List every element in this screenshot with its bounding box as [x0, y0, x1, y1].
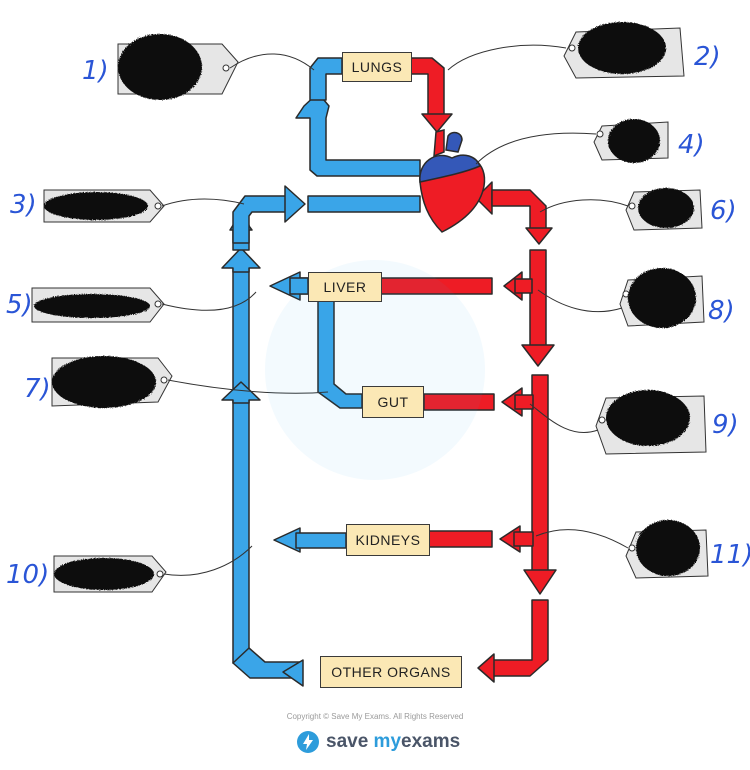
redaction-1: [118, 34, 202, 100]
pulmonary-loop: [295, 92, 421, 177]
artery-seg-2: [531, 374, 549, 576]
aorta: [491, 189, 547, 233]
tag-3: [43, 189, 245, 223]
liver-box: LIVER: [308, 272, 382, 302]
watermark-icon: [265, 260, 485, 480]
kidney-artery: [427, 530, 493, 548]
tag-10: [53, 545, 253, 593]
brand-logo: save myexams: [296, 730, 460, 754]
other-organs-artery-arrow: [477, 653, 495, 683]
tag-2: [447, 22, 685, 79]
aorta-down-arrow: [525, 227, 553, 245]
label-number-5: 5): [6, 290, 33, 320]
other-organs-arrow: [282, 659, 304, 687]
arrow-up-2: [221, 247, 261, 273]
tag-9: [529, 390, 707, 455]
artery-seg-3: [489, 599, 549, 677]
tag-1: [117, 34, 315, 100]
label-number-7: 7): [24, 374, 51, 404]
tag-5: [31, 287, 257, 323]
arrow-up-1: [221, 381, 261, 404]
artery-down-1: [521, 344, 555, 367]
kidney-vein: [295, 532, 347, 549]
brand-name: save myexams: [326, 731, 461, 752]
liver-artery-stub: [514, 278, 533, 294]
lightning-bolt-icon: [297, 731, 319, 753]
label-number-3: 3): [10, 190, 37, 220]
arrow-right-top: [284, 185, 306, 223]
pulmonary-vein-arrow: [421, 113, 453, 133]
kidneys-box: KIDNEYS: [346, 524, 430, 556]
gut-artery: [423, 393, 495, 411]
label-number-10: 10): [6, 560, 50, 590]
pulmonary-to-lungs: [309, 57, 343, 101]
label-number-8: 8): [708, 296, 735, 326]
label-number-11: 11): [710, 540, 750, 570]
label-tags: [31, 22, 709, 593]
vena-cava-lower: [232, 394, 250, 664]
gut-box: GUT: [362, 386, 424, 418]
tag-6: [539, 188, 703, 231]
vena-cava-top: [307, 195, 421, 213]
heart-icon: [419, 129, 486, 233]
label-number-1: 1): [82, 56, 109, 86]
vena-cava-middle: [232, 264, 250, 394]
label-number-6: 6): [710, 196, 737, 226]
gut-artery-stub: [514, 394, 534, 410]
deoxygenated-vessels: [221, 57, 421, 687]
tag-8: [537, 268, 705, 328]
other-organs-box: OTHER ORGANS: [320, 656, 462, 688]
label-number-9: 9): [712, 410, 739, 440]
copyright-text: Copyright © Save My Exams. All Rights Re…: [286, 712, 464, 721]
kidney-artery-stub: [513, 531, 534, 547]
artery-seg-1: [529, 249, 547, 351]
oxygenated-vessels: [379, 57, 557, 683]
lungs-box: LUNGS: [342, 52, 412, 82]
tag-7: [51, 356, 329, 408]
tag-4: [475, 119, 669, 165]
tag-11: [535, 520, 709, 579]
label-number-2: 2): [694, 42, 721, 72]
artery-down-2: [523, 569, 557, 595]
label-number-4: 4): [678, 130, 705, 160]
